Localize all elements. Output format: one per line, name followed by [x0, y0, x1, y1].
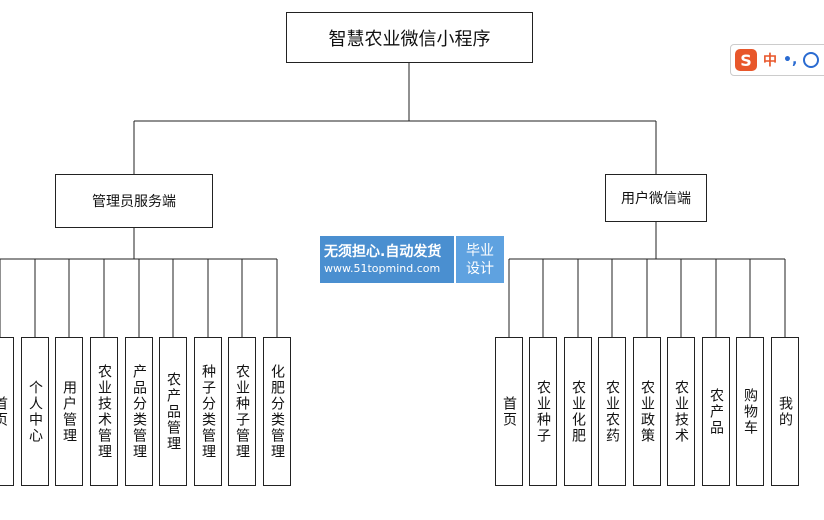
watermark-badge: 毕业 设计	[454, 236, 504, 283]
smiley-icon[interactable]	[803, 52, 820, 68]
watermark-badge-line1: 毕业	[466, 242, 494, 259]
admin-leaf: 农业种子管理	[228, 337, 256, 486]
user-leaf: 农业化肥	[564, 337, 592, 486]
user-leaf: 农业种子	[529, 337, 557, 486]
user-leaf: 购物车	[736, 337, 764, 486]
admin-leaf: 化肥分类管理	[263, 337, 291, 486]
watermark-text: 无须担心.自动发货 www.51topmind.com	[320, 236, 454, 283]
watermark-line1: 无须担心.自动发货	[324, 243, 442, 260]
admin-leaf: 用户管理	[55, 337, 83, 486]
user-leaf: 农业农药	[598, 337, 626, 486]
watermark-badge-line2: 设计	[466, 260, 494, 277]
admin-leaf: 首页	[0, 337, 14, 486]
user-node: 用户微信端	[605, 174, 707, 222]
watermark-line2: www.51topmind.com	[324, 261, 441, 275]
admin-leaf: 产品分类管理	[125, 337, 153, 486]
admin-leaf: 种子分类管理	[194, 337, 222, 486]
admin-node: 管理员服务端	[55, 174, 213, 228]
user-leaf: 我的	[771, 337, 799, 486]
ime-logo-icon[interactable]: S	[735, 49, 757, 71]
user-leaf: 农业政策	[633, 337, 661, 486]
watermark-banner: 无须担心.自动发货 www.51topmind.com 毕业 设计	[320, 236, 504, 283]
user-leaf: 农产品	[702, 337, 730, 486]
admin-leaf: 农产品管理	[159, 337, 187, 486]
user-leaf: 首页	[495, 337, 523, 486]
user-leaf: 农业技术	[667, 337, 695, 486]
root-node: 智慧农业微信小程序	[286, 12, 533, 63]
admin-leaf: 个人中心	[21, 337, 49, 486]
ime-language-toggle[interactable]: 中	[763, 53, 777, 69]
ime-punctuation-toggle[interactable]: •,	[783, 52, 798, 68]
admin-leaf: 农业技术管理	[90, 337, 118, 486]
ime-toolbar[interactable]: S 中 •,	[730, 44, 824, 76]
